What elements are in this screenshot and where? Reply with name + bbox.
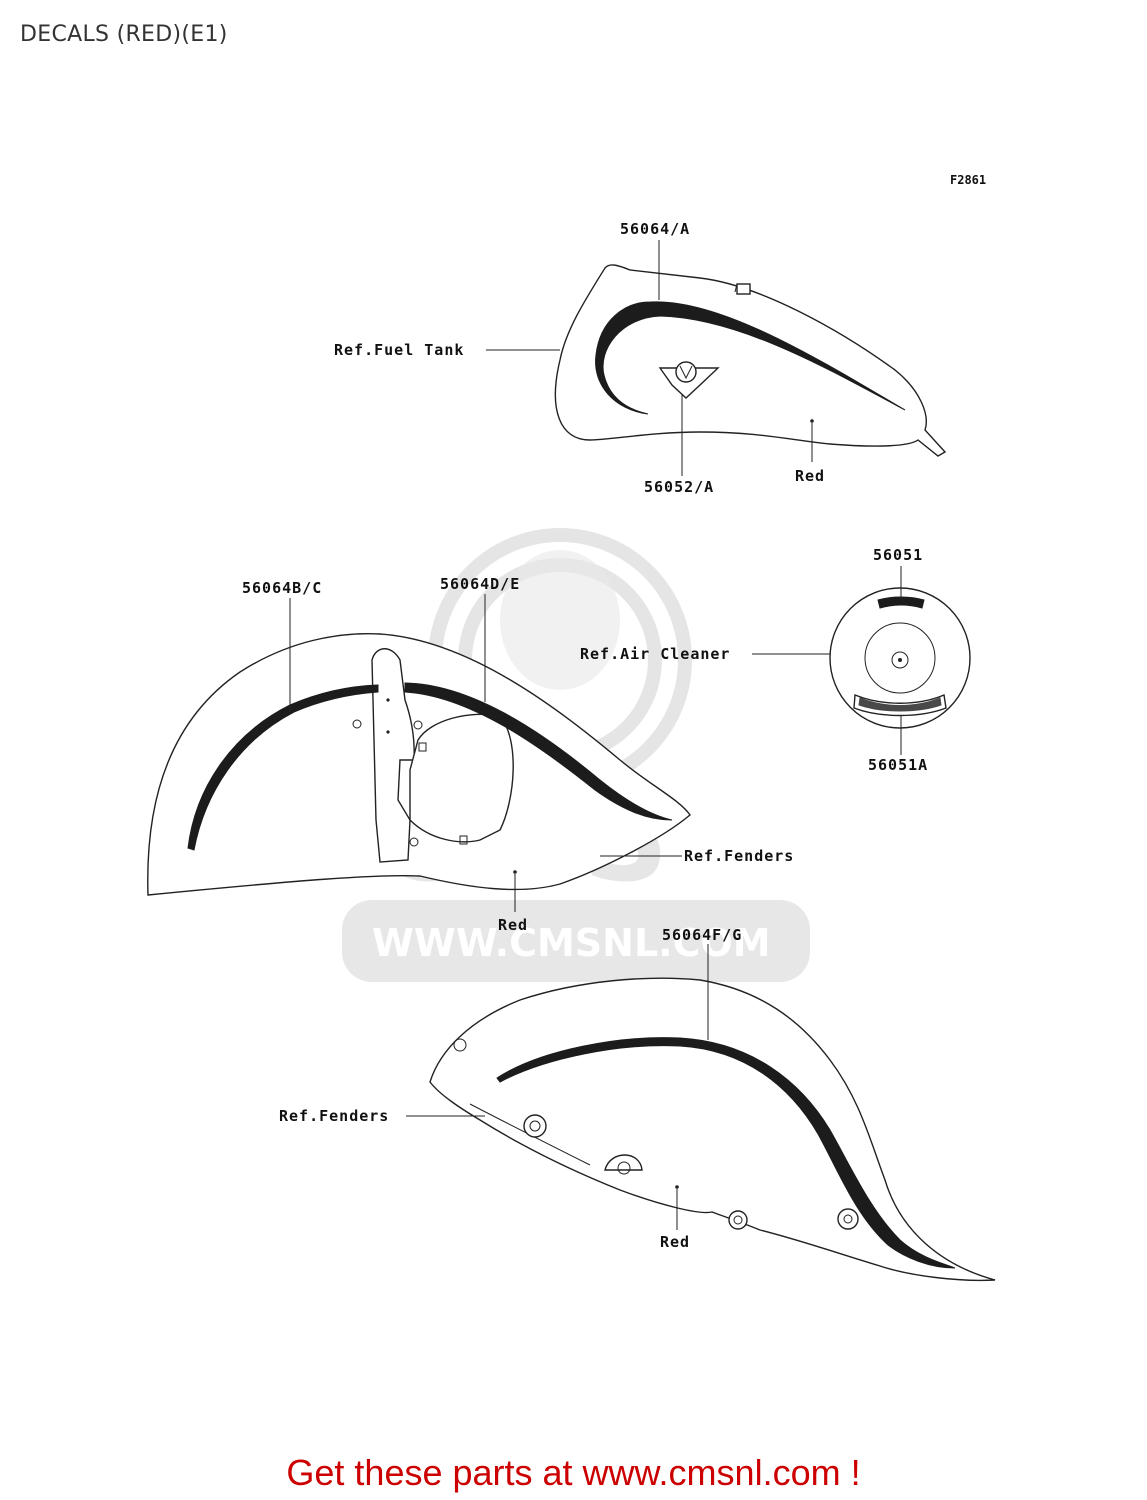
front-fender-right-part-number: 56064D/E [440,575,520,593]
air-cleaner-ref-label: Ref.Air Cleaner [580,645,730,663]
rear-fender [406,944,996,1282]
front-fender-ref-label: Ref.Fenders [684,847,794,865]
parts-diagram: CMS WWW.CMSNL.COM F2861 56064/A Ref.Fuel… [147,173,996,1282]
rear-fender-part-number: 56064F/G [662,926,742,944]
figure-code: F2861 [950,173,986,187]
front-fender-left-part-number: 56064B/C [242,579,322,597]
front-fender-color-label: Red [498,916,528,934]
fuel-tank-emblem-part-number: 56052/A [644,478,714,496]
fuel-tank [486,240,947,476]
front-fender-stripe-left [187,684,379,851]
rear-fender-stripe [496,1037,956,1269]
rear-fender-ref-label: Ref.Fenders [279,1107,389,1125]
watermark-url: WWW.CMSNL.COM [372,921,771,965]
tank-emblem-icon [658,361,720,399]
footer-link-banner[interactable]: Get these parts at www.cmsnl.com ! [286,1452,861,1493]
air-cleaner-top-part-number: 56051 [873,546,923,564]
fuel-tank-ref-label: Ref.Fuel Tank [334,341,464,359]
air-cleaner [752,566,971,755]
air-cleaner-bottom-part-number: 56051A [868,756,928,774]
front-fender-stripe-right [404,682,673,821]
fuel-tank-stripe [595,301,906,415]
air-cleaner-top-badge-icon [877,596,925,609]
rear-fender-color-label: Red [660,1233,690,1251]
fuel-tank-stripe-part-number: 56064/A [620,220,690,238]
front-fender [147,594,691,912]
front-fender-bracket [371,648,415,863]
fuel-tank-color-label: Red [795,467,825,485]
page-title: DECALS (RED)(E1) [20,22,228,47]
rear-fender-outline [429,977,996,1282]
